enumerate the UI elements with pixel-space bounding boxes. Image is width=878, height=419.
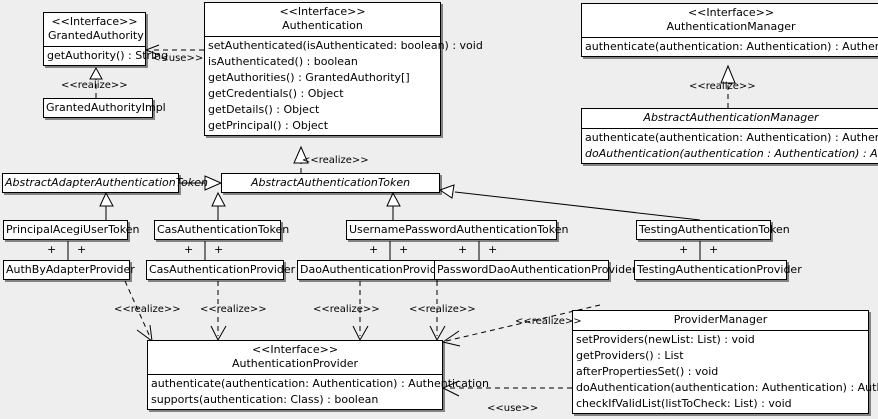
stereotype-label: <<Interface>>: [51, 15, 138, 28]
class-name: CasAuthenticationProvider: [149, 263, 296, 276]
class-name: UsernamePasswordAuthenticationToken: [349, 223, 569, 236]
association-plus: +: [399, 243, 409, 256]
edge-label-realize-auth-by-adapter-provider: <<realize>>: [114, 304, 181, 315]
association-plus: +: [77, 243, 87, 256]
edge-label-realize-password-dao-provider: <<realize>>: [409, 304, 476, 315]
operations-compartment: setAuthenticated(isAuthenticated: boolea…: [205, 36, 483, 135]
class-name: DaoAuthenticationProvider: [300, 263, 448, 276]
class-testing-authentication-token[interactable]: TestingAuthenticationToken: [636, 220, 790, 240]
edge-label-realize-granted-authority-impl: <<realize>>: [61, 80, 128, 91]
edge-label-use-granted-authority: <<use>>: [152, 53, 204, 64]
association-plus: +: [458, 243, 468, 256]
class-name: AuthByAdapterProvider: [6, 263, 135, 276]
class-authentication-provider[interactable]: <<Interface>> AuthenticationProvider aut…: [147, 340, 489, 410]
class-name: AbstractAdapterAuthenticationToken: [5, 176, 208, 189]
class-provider-manager[interactable]: ProviderManager setProviders(newList: Li…: [572, 310, 878, 414]
operation: checkIfValidList(listToCheck: List) : vo…: [576, 397, 792, 410]
operation: getAuthority() : String: [47, 49, 169, 62]
operation: authenticate(authentication: Authenticat…: [585, 131, 878, 144]
stereotype-label: <<Interface>>: [279, 5, 366, 18]
class-auth-by-adapter-provider[interactable]: AuthByAdapterProvider: [3, 260, 135, 280]
operation: authenticate(authentication: Authenticat…: [585, 40, 878, 53]
operation: isAuthenticated() : boolean: [208, 55, 358, 68]
edge-label-realize-abstract-authentication-manager: <<realize>>: [689, 81, 756, 92]
operations-compartment: getAuthority() : String: [44, 46, 169, 65]
class-abstract-authentication-token[interactable]: AbstractAuthenticationToken: [221, 173, 440, 193]
class-name: GrantedAuthorityImpl: [46, 101, 166, 114]
class-header: <<Interface>> GrantedAuthority: [44, 13, 145, 46]
class-abstract-authentication-manager[interactable]: AbstractAuthenticationManager authentica…: [581, 108, 878, 164]
operations-compartment: authenticate(authentication: Authenticat…: [148, 374, 489, 409]
class-name: TestingAuthenticationToken: [639, 223, 790, 236]
association-plus: +: [679, 243, 689, 256]
class-authentication-manager[interactable]: <<Interface>> AuthenticationManager auth…: [581, 3, 878, 57]
operation: authenticate(authentication: Authenticat…: [151, 377, 489, 390]
class-header: AbstractAuthenticationManager: [582, 109, 878, 128]
class-principal-acegi-user-token[interactable]: PrincipalAcegiUserToken: [3, 220, 139, 240]
class-dao-authentication-provider[interactable]: DaoAuthenticationProvider: [297, 260, 448, 280]
class-granted-authority-impl[interactable]: GrantedAuthorityImpl: [43, 98, 166, 118]
class-name: TestingAuthenticationProvider: [637, 263, 802, 276]
association-plus: +: [47, 243, 57, 256]
operation: setProviders(newList: List) : void: [576, 333, 755, 346]
operation: getCredentials() : Object: [208, 87, 344, 100]
class-name: PrincipalAcegiUserToken: [6, 223, 140, 236]
operation: setAuthenticated(isAuthenticated: boolea…: [208, 39, 483, 52]
operation: getDetails() : Object: [208, 103, 320, 116]
edge-label-realize-cas-provider: <<realize>>: [200, 304, 267, 315]
class-cas-authentication-token[interactable]: CasAuthenticationToken: [154, 220, 289, 240]
class-name: AuthenticationProvider: [231, 357, 359, 370]
class-header: <<Interface>> AuthenticationProvider: [148, 341, 442, 374]
operation: supports(authentication: Class) : boolea…: [151, 393, 379, 406]
edge-label-realize-dao-provider: <<realize>>: [313, 304, 380, 315]
class-header: <<Interface>> AuthenticationManager: [582, 4, 878, 37]
edge-label-realize-provider-manager: <<realize>>: [515, 316, 582, 327]
edge-label-use-provider-manager: <<use>>: [487, 403, 539, 414]
operations-compartment: authenticate(authentication: Authenticat…: [582, 128, 878, 163]
class-username-password-authentication-token[interactable]: UsernamePasswordAuthenticationToken: [346, 220, 569, 240]
class-name: PasswordDaoAuthenticationProvider: [437, 263, 637, 276]
class-name: AbstractAuthenticationToken: [250, 176, 411, 189]
operation: doAuthentication(authentication : Authen…: [585, 147, 878, 160]
class-name: GrantedAuthority: [48, 29, 144, 42]
stereotype-label: <<Interface>>: [251, 343, 339, 356]
operation: getAuthorities() : GrantedAuthority[]: [208, 71, 410, 84]
operation: doAuthentication(authentication: Authent…: [576, 381, 878, 394]
operations-compartment: authenticate(authentication: Authenticat…: [582, 37, 878, 56]
operation: getProviders() : List: [576, 349, 684, 362]
stereotype-label: <<Interface>>: [687, 6, 775, 19]
class-header: <<Interface>> Authentication: [205, 3, 440, 36]
association-plus: +: [488, 243, 498, 256]
class-name: Authentication: [282, 19, 363, 32]
class-granted-authority[interactable]: <<Interface>> GrantedAuthority getAuthor…: [43, 12, 169, 66]
association-plus: +: [369, 243, 379, 256]
class-name: AuthenticationManager: [666, 20, 796, 33]
association-plus: +: [184, 243, 194, 256]
class-abstract-adapter-authentication-token[interactable]: AbstractAdapterAuthenticationToken: [2, 173, 208, 193]
class-cas-authentication-provider[interactable]: CasAuthenticationProvider: [146, 260, 295, 280]
operations-compartment: setProviders(newList: List) : void getPr…: [573, 330, 878, 413]
class-header: ProviderManager: [573, 311, 868, 330]
class-name: ProviderManager: [673, 313, 768, 326]
class-authentication[interactable]: <<Interface>> Authentication setAuthenti…: [204, 2, 483, 136]
operation: afterPropertiesSet() : void: [576, 365, 719, 378]
operation: getPrincipal() : Object: [208, 119, 329, 132]
class-name: CasAuthenticationToken: [157, 223, 290, 236]
class-name: AbstractAuthenticationManager: [643, 111, 819, 124]
edge-label-realize-abstract-authentication-token: <<realize>>: [302, 155, 369, 166]
class-password-dao-authentication-provider[interactable]: PasswordDaoAuthenticationProvider: [434, 260, 636, 280]
class-testing-authentication-provider[interactable]: TestingAuthenticationProvider: [634, 260, 802, 280]
association-plus: +: [214, 243, 224, 256]
association-plus: +: [709, 243, 719, 256]
